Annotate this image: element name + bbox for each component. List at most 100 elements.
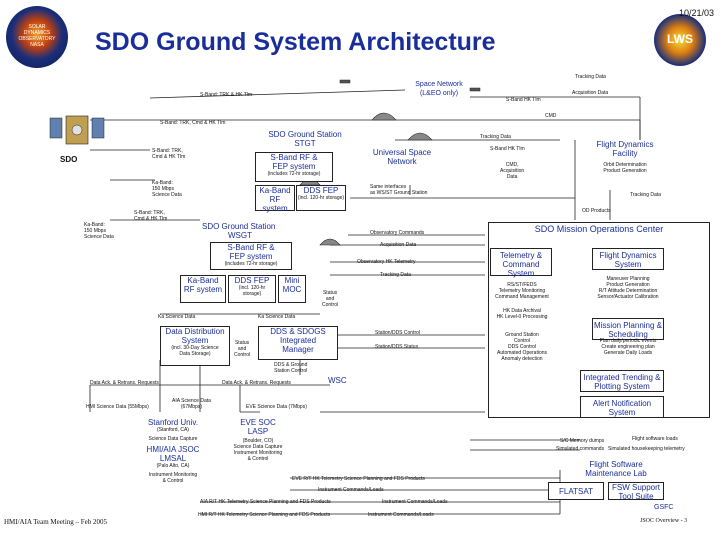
stanford-loc: (Stanford, CA): [157, 427, 189, 433]
wsgt-title: SDO Ground Station: [202, 222, 276, 231]
space-network-sub: (L&EO only): [419, 90, 459, 97]
memory-dump-label: S/C Memory dumps: [560, 438, 605, 444]
flatsat-box: FLATSAT: [548, 482, 604, 500]
tc-item: HK Level-0 Processing: [496, 314, 548, 320]
mps-item: Generate Daily Loads: [603, 350, 653, 356]
lws-logo-text: LWS: [667, 32, 693, 46]
label-line: Station Control: [274, 368, 308, 374]
satellite-icon: [339, 79, 351, 84]
fsw-tool-box: FSW Support Tool Suite: [608, 482, 664, 501]
hmi-title: HMI/AIA JSOC: [146, 445, 200, 454]
cmd-acq-label: CMD, Acquisition Data: [500, 162, 524, 180]
wsgt-note: (includes 72-hr storage): [224, 261, 278, 267]
stgt-sband-box: S-Band RF & FEP system (includes 72-hr s…: [255, 152, 333, 182]
station-status-label: Station/DDS Status: [375, 344, 419, 350]
fsw-title: Flight Software: [589, 460, 643, 469]
sdo-logo: SOLAR DYNAMICS OBSERVATORY NASA: [6, 6, 68, 68]
label-line: DDS & Ground: [274, 362, 308, 368]
sdogs-title2: Integrated: [279, 336, 317, 345]
flight-dynamics-system: Flight Dynamics System: [592, 248, 664, 270]
footer-left: HMI/AIA Team Meeting – Feb 2005: [4, 518, 108, 526]
sband-trk-hk-label: S-Band: TRK & HK Tlm: [200, 92, 253, 98]
mps-item: Create engineering plan: [601, 344, 655, 350]
footer-right: JSOC Overview - 3: [640, 518, 688, 524]
label-line: (67Mbps): [180, 404, 203, 410]
tc-item: HK Data Archival: [503, 308, 541, 314]
wsgt-fep: FEP system: [229, 252, 273, 261]
stgt-kaband-box: Ka-Band RF system: [255, 185, 295, 213]
wsgt-rfsys: RF system: [183, 285, 223, 294]
label-line: Status: [322, 290, 338, 296]
label-line: 150 Mbps: [152, 186, 174, 192]
tc-title: Telemetry & Command System: [499, 251, 543, 278]
sdogs-status-label: Status and Control: [234, 340, 250, 358]
flatsat-label: FLATSAT: [559, 487, 593, 496]
gs-items: Ground Station Control DDS Control Autom…: [486, 332, 558, 362]
flight-dynamics-facility: Flight Dynamics Facility Orbit Determina…: [580, 140, 670, 186]
mission-planning: Mission Planning & Scheduling: [592, 318, 664, 340]
sband-hk-label: S-Band HK Tlm: [490, 146, 525, 152]
logo-line: SOLAR: [28, 24, 46, 30]
label-line: Same interfaces: [370, 184, 407, 190]
stgt-fep: FEP system: [272, 162, 316, 171]
logo-line: OBSERVATORY: [18, 36, 56, 42]
eve-loc: (Boulder, CO): [242, 438, 274, 444]
sim-hk-label: Simulated housekeeping telemetry: [608, 446, 685, 452]
sband-trk-cmd-stgt-label: S-Band: TRK, Cmd & HK Tlm: [152, 148, 185, 160]
label-line: and: [325, 296, 335, 302]
stgt-note: (includes 72-hr storage): [267, 171, 321, 177]
aia-hk-label: AIA R/T HK Telemetry Science Planning an…: [200, 499, 331, 505]
wsgt-code: WSGT: [228, 231, 252, 240]
page-title: SDO Ground System Architecture: [95, 28, 496, 56]
fd-item: Product Generation: [606, 282, 650, 288]
tc-items: RS/ST/FEDS Telemetry Monitoring Command …: [486, 282, 558, 320]
fsw-lab: Flight Software Maintenance Lab: [560, 460, 672, 502]
fd-item: Maneuver Planning: [606, 276, 650, 282]
data-ack-label: Data Ack. & Retrans. Requests: [90, 380, 159, 386]
tracking-data-label: Tracking Data: [380, 272, 411, 278]
data-distribution-system: Data Distribution System (incl. 30-Day S…: [160, 326, 230, 366]
aia-cmd-label: Instrument Commands/Loads: [382, 499, 448, 505]
spacecraft-icon: [48, 112, 106, 150]
antenna-dish-icon: [319, 238, 341, 246]
gs-item: Anomaly detection: [501, 356, 543, 362]
label-line: Control: [234, 352, 251, 358]
fsw-tool2: Tool Suite: [618, 492, 654, 501]
tracking-data-label: Tracking Data: [575, 74, 606, 80]
dds-note2: Data Storage): [179, 351, 211, 357]
sdogs-manager: DDS & SDOGS Integrated Manager: [258, 326, 338, 360]
hmi-sub: LMSAL: [159, 454, 187, 463]
antenna-dish-icon: [407, 132, 433, 141]
mps-items: Plan daily/periodic events Create engine…: [586, 338, 670, 356]
fd-item: R/T Attitude Determination: [598, 288, 658, 294]
eve-soc-node: EVE SOC LASP (Boulder, CO) Science Data …: [228, 418, 288, 470]
connector-line: [149, 89, 406, 99]
acquisition-data-label: Acquisition Data: [572, 90, 609, 96]
sdogs-title: DDS & SDOGS: [270, 327, 326, 336]
wsgt-station-box: SDO Ground Station WSGT: [176, 222, 346, 312]
satellite-icon: [469, 87, 481, 92]
stanford-node: Stanford Univ. (Stanford, CA) Science Da…: [140, 418, 206, 490]
station-control-label: Station/DDS Control: [375, 330, 421, 336]
wsgt-dds: DDS FEP: [234, 276, 270, 285]
stgt-dds: DDS FEP: [303, 186, 339, 195]
eve-hk-label: EVE R/T HK Telemetry Science Planning an…: [292, 476, 425, 482]
alert-system: Alert Notification System: [580, 396, 664, 418]
status-control-label: Status and Control: [322, 290, 338, 308]
kaband-wsgt-label: Ka-Band: 150 Mbps Science Data: [84, 222, 114, 240]
gsfc-label: GSFC: [654, 504, 674, 511]
fd-item: Sensor/Actuator Calibration: [597, 294, 659, 300]
trend-title: Integrated Trending & Plotting System: [583, 373, 661, 391]
hmi-science-label: HMI Science Data (55Mbps): [86, 404, 149, 410]
usn-title: Universal Space: [372, 148, 432, 157]
label-line: Cmd & HK Tlm: [134, 216, 168, 222]
alert-title: Alert Notification System: [592, 399, 652, 417]
obs-tlm-label: Observatory HK Telemetry: [357, 259, 416, 265]
usn-iface: Same interfaces as WS/ST Ground Station: [370, 184, 427, 196]
label-line: and: [237, 346, 247, 352]
ka-science-label: Ka Science Data: [258, 314, 296, 320]
sband-hk-label: S-Band HK Tlm: [506, 97, 541, 103]
eve-item: & Control: [247, 456, 269, 462]
label-line: Control: [322, 302, 339, 308]
